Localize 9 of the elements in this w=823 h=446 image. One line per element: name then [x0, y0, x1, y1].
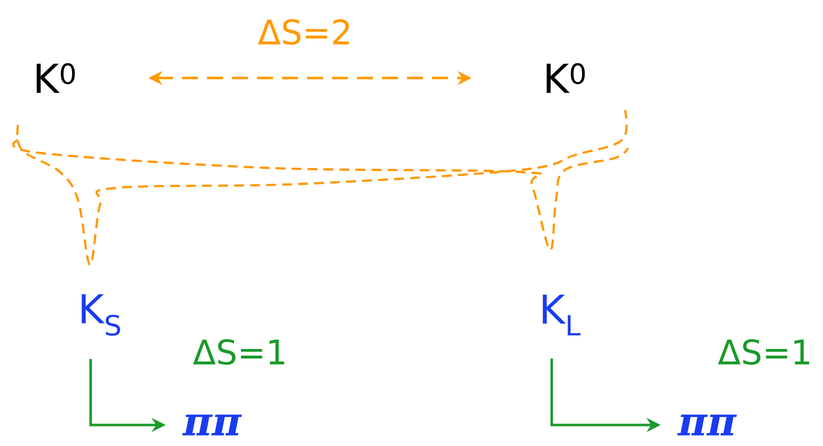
symbol: K$_{L}$: [542, 294, 580, 336]
symbol: ππ: [677, 414, 737, 436]
symbol: K$_{S}$: [82, 294, 120, 336]
edge-label: ΔS=2: [258, 19, 349, 45]
edge-label: ΔS=1: [718, 339, 810, 365]
symbol: K$^{0}$: [36, 63, 75, 93]
symbol: ππ: [182, 414, 242, 436]
edge-label: ΔS=1: [192, 339, 284, 365]
symbol: K$^{0}$: [546, 63, 585, 93]
